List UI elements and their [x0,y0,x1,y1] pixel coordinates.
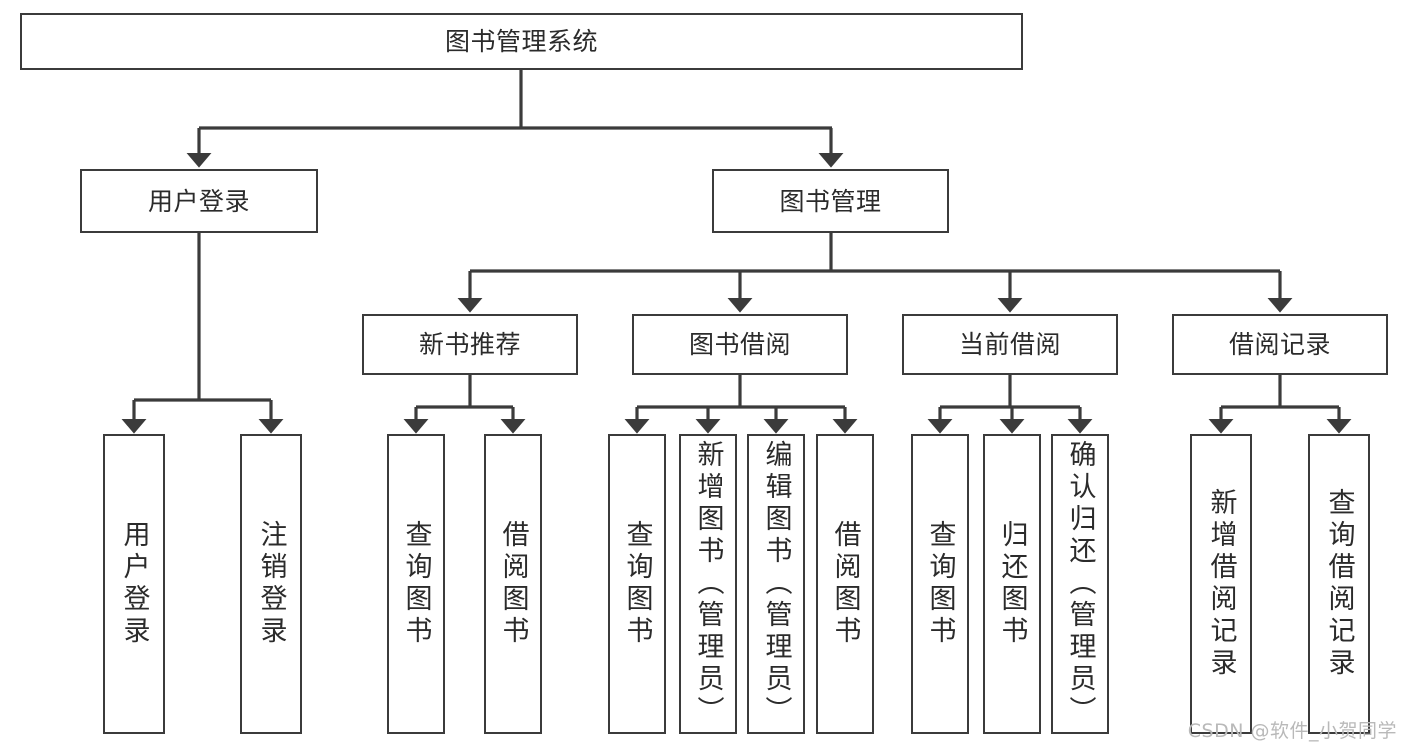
node-root-system[interactable]: 图书管理系统 [20,13,1023,70]
node-leaf-query-book-current[interactable]: 查询图书 [911,434,969,734]
node-label: 新增图书（管理员） [692,440,724,728]
node-leaf-borrow-book-recommend[interactable]: 借阅图书 [484,434,542,734]
node-label: 归还图书 [996,520,1028,648]
node-current-borrow[interactable]: 当前借阅 [902,314,1118,375]
node-label: 借阅记录 [1228,330,1331,359]
node-leaf-query-book-borrow[interactable]: 查询图书 [608,434,666,734]
node-label: 当前借阅 [958,330,1061,359]
node-label: 查询图书 [924,520,956,648]
node-leaf-borrow-book[interactable]: 借阅图书 [816,434,874,734]
node-label: 用户登录 [147,186,250,216]
node-leaf-user-login[interactable]: 用户登录 [103,434,165,734]
node-label: 注销登录 [255,520,287,648]
node-leaf-add-borrow-record[interactable]: 新增借阅记录 [1190,434,1252,734]
node-label: 用户登录 [118,520,150,648]
node-label: 新书推荐 [418,330,521,359]
node-leaf-return-book[interactable]: 归还图书 [983,434,1041,734]
node-label: 查询借阅记录 [1323,488,1355,680]
node-label: 编辑图书（管理员） [760,440,792,728]
node-borrow-record[interactable]: 借阅记录 [1172,314,1388,375]
node-label: 借阅图书 [829,520,861,648]
node-user-login[interactable]: 用户登录 [80,169,318,233]
node-leaf-query-borrow-record[interactable]: 查询借阅记录 [1308,434,1370,734]
node-label: 新增借阅记录 [1205,488,1237,680]
node-label: 图书管理 [779,186,882,216]
node-book-management[interactable]: 图书管理 [712,169,949,233]
node-label: 查询图书 [400,520,432,648]
node-book-borrow[interactable]: 图书借阅 [632,314,848,375]
node-leaf-confirm-return[interactable]: 确认归还（管理员） [1051,434,1109,734]
node-label: 借阅图书 [497,520,529,648]
node-label: 查询图书 [621,520,653,648]
node-leaf-add-book[interactable]: 新增图书（管理员） [679,434,737,734]
node-leaf-query-book-recommend[interactable]: 查询图书 [387,434,445,734]
node-label: 图书管理系统 [444,27,598,56]
node-label: 确认归还（管理员） [1064,440,1096,728]
node-label: 图书借阅 [688,330,791,359]
node-new-book-recommend[interactable]: 新书推荐 [362,314,578,375]
node-leaf-user-logout[interactable]: 注销登录 [240,434,302,734]
node-leaf-edit-book[interactable]: 编辑图书（管理员） [747,434,805,734]
